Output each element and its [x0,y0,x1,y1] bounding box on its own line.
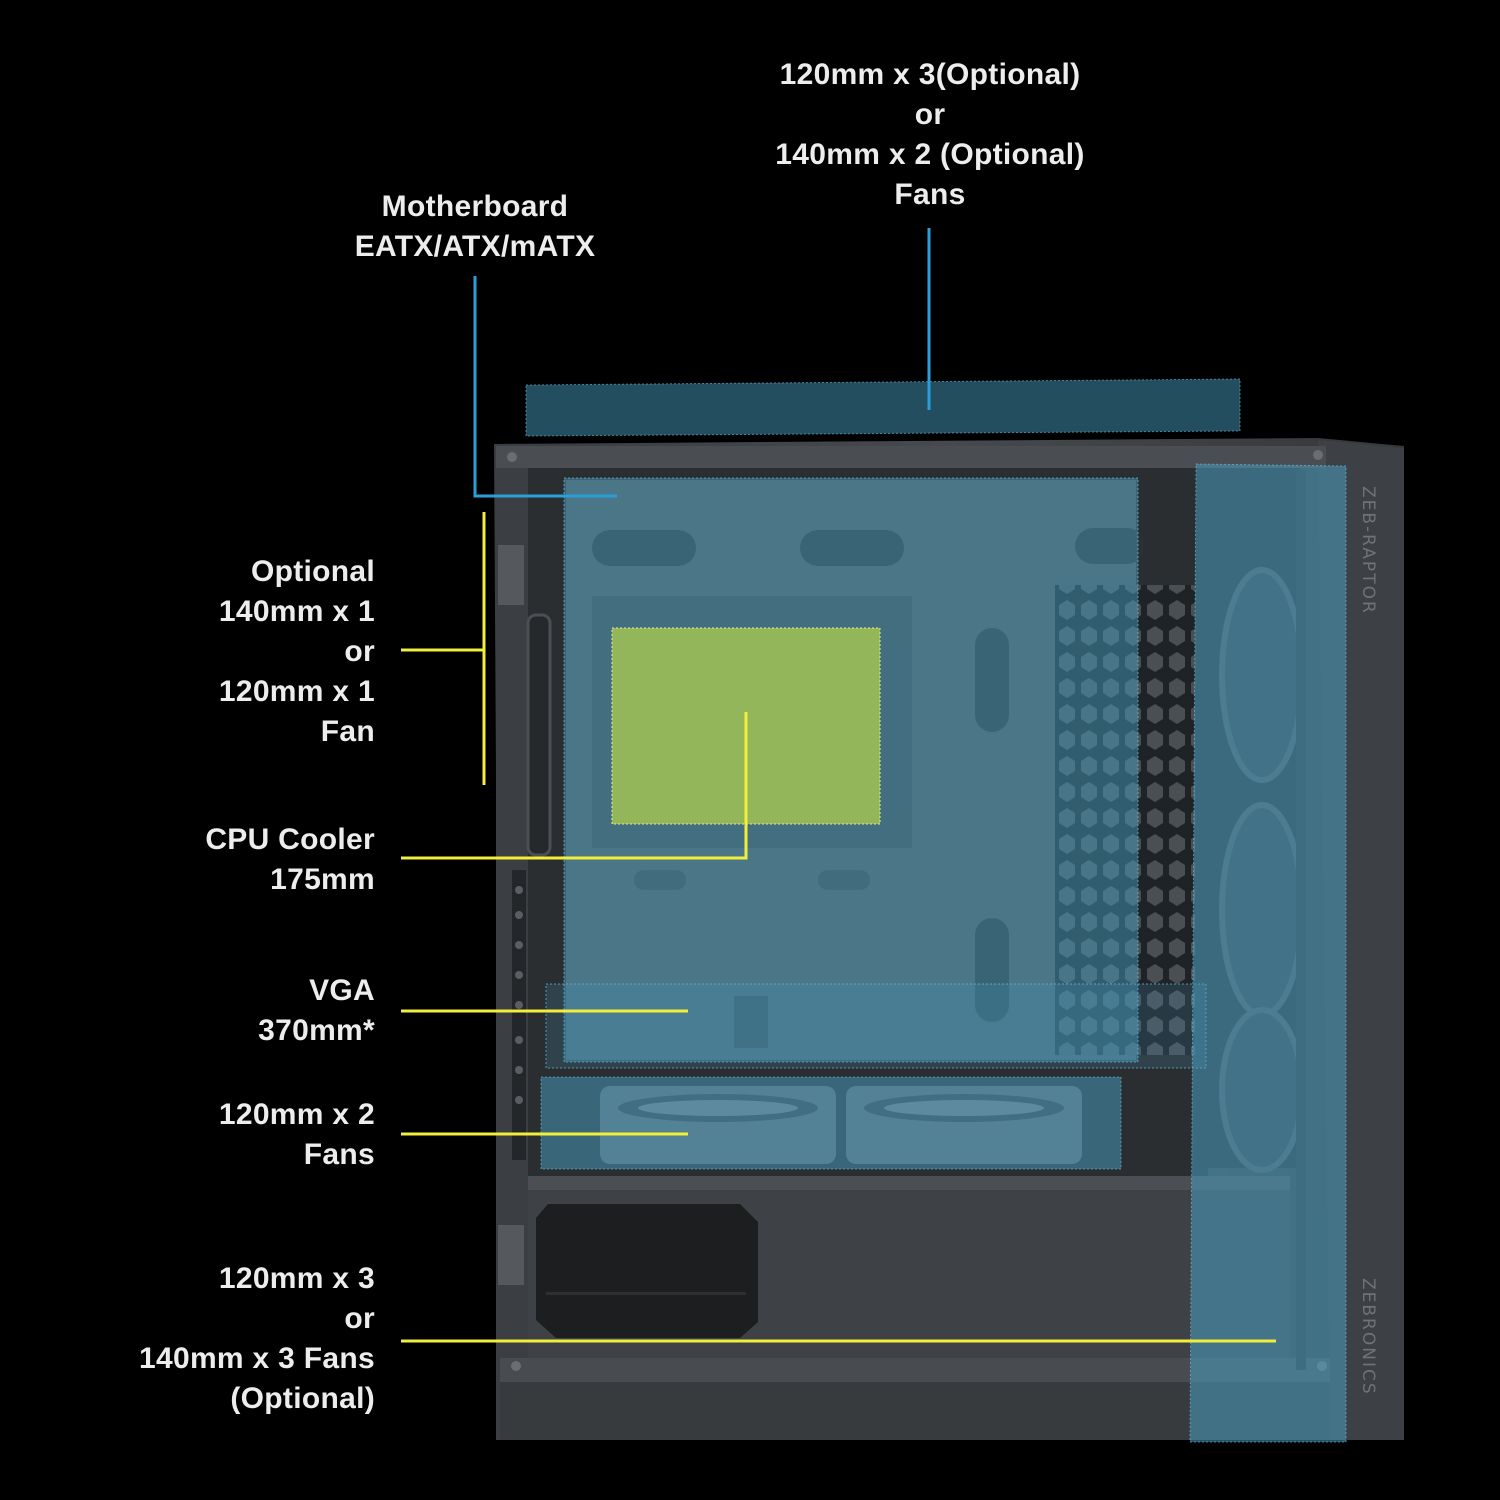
vga-zone [545,983,1207,1069]
rear-fan-label: Optional 140mm x 1 or 120mm x 1 Fan [218,555,375,748]
front-fans-label: 120mm x 3 or 140mm x 3 Fans (Optional) [139,1262,375,1415]
vga-label: VGA 370mm* [258,974,375,1047]
bottom-fans-label: 120mm x 2 Fans [218,1098,375,1171]
motherboard-leader [473,276,617,498]
bottom-fan-zone [540,1076,1122,1170]
motherboard-label: Motherboard EATX/ATX/mATX [354,190,596,263]
top-fan-zone [525,378,1241,437]
model-name: ZEB-RAPTOR [1358,486,1378,615]
cpu-cooler-leader [401,712,748,860]
brand-logo: ZEBRONICS [1358,1278,1378,1396]
cpu-cooler-label: CPU Cooler 175mm [205,823,375,896]
top-fans-label: 120mm x 3(Optional) or 140mm x 2 (Option… [775,58,1085,211]
front-fan-zone [1189,463,1347,1443]
bottom-fans [600,1086,1082,1164]
